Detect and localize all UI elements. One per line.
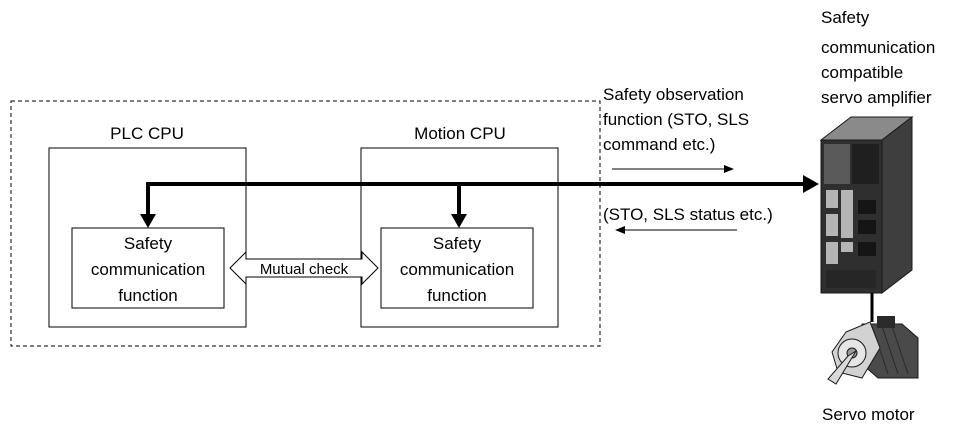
- observation-text-line2: function (STO, SLS: [603, 110, 749, 129]
- observation-text-line1: Safety observation: [603, 85, 744, 104]
- amplifier-label-line1: Safety: [821, 8, 870, 27]
- servo-amplifier-image: [819, 115, 914, 295]
- observation-text-line3: command etc.): [603, 135, 715, 154]
- safety-bus-line: [146, 182, 805, 217]
- motion-safety-function-line1: Safety: [433, 234, 482, 253]
- amplifier-label-line4: servo amplifier: [821, 88, 932, 107]
- plc-down-arrowhead: [140, 214, 156, 228]
- servo-motor-label: Servo motor: [822, 405, 915, 424]
- amplifier-arrowhead: [803, 175, 819, 193]
- plc-safety-function-line3: function: [118, 286, 178, 305]
- amplifier-label-line2: communication: [821, 38, 935, 57]
- mutual-check-arrow: [229, 250, 379, 286]
- plc-cpu-label: PLC CPU: [110, 124, 184, 143]
- motion-cpu-label: Motion CPU: [414, 124, 506, 143]
- status-text: (STO, SLS status etc.): [603, 205, 773, 224]
- motion-down-arrowhead: [451, 214, 467, 228]
- plc-safety-function-box: [71, 227, 225, 309]
- mutual-check-label: Mutual check: [260, 261, 349, 278]
- motion-safety-function-line2: communication: [400, 260, 514, 279]
- motion-safety-function-box: [380, 227, 534, 309]
- amplifier-label-line3: compatible: [821, 63, 903, 82]
- servo-motor-image: [827, 316, 919, 385]
- motion-safety-function-line3: function: [427, 286, 487, 305]
- plc-safety-function-line1: Safety: [124, 234, 173, 253]
- plc-safety-function-line2: communication: [91, 260, 205, 279]
- controller-boundary: [10, 100, 601, 347]
